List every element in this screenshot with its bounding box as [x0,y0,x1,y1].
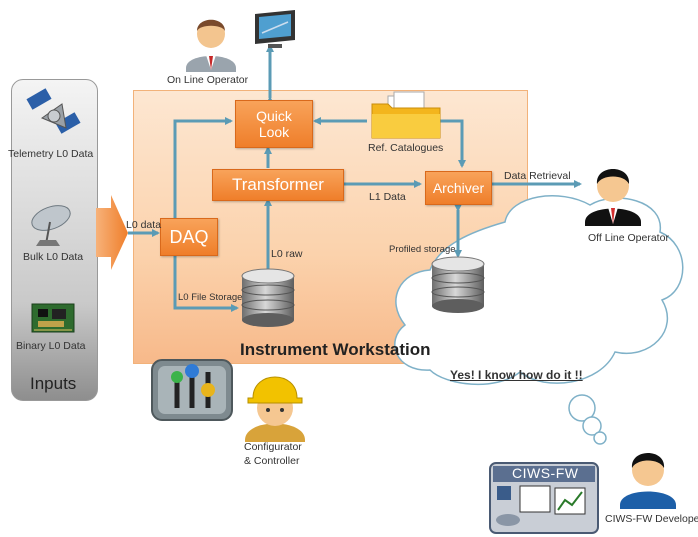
l0-data-label: L0 data [126,219,162,231]
dish-antenna-icon [31,205,71,246]
online-operator-icon [186,19,236,72]
folder-icon [371,91,441,139]
online-operator-label: On Line Operator [167,74,249,86]
ref-catalogues-label: Ref. Catalogues [368,142,444,154]
quick-look-box: Quick Look [235,100,313,148]
monitor-icon [255,10,295,48]
daq-label: DAQ [169,226,209,247]
profiled-storage-icon [431,256,485,313]
configurator-worker-icon [245,376,305,442]
circuit-board-icon [31,303,75,333]
workstation-title: Instrument Workstation [240,340,431,359]
developer-label: CIWS-FW Developer [605,513,698,525]
daq-to-storage-arrow [173,256,239,312]
configurator-label-2: & Controller [244,455,300,467]
offline-operator-label: Off Line Operator [588,232,669,244]
control-panel-icon [151,359,233,421]
configurator-label-1: Configurator [244,441,302,453]
l1-data-label: L1 Data [369,191,406,203]
daq-to-quicklook-arrow [173,117,233,218]
telemetry-label: Telemetry L0 Data [8,148,94,160]
l0-file-storage-label: L0 File Storage [178,292,243,303]
satellite-icon [26,88,81,134]
archiver-label: Archiver [432,180,485,196]
archiver-box: Archiver [425,171,492,205]
thought-text: Yes! I know how do it !! [450,368,583,382]
quick-look-label-1: Quick [256,108,292,124]
l0-raw-label: L0 raw [271,248,303,260]
ciws-fw-logo-text: CIWS-FW [512,465,579,481]
l0-file-storage-icon [241,268,295,327]
daq-box: DAQ [160,218,218,256]
developer-icon [620,453,676,509]
thought-cloud [394,195,684,445]
binary-label: Binary L0 Data [16,340,86,352]
ciws-fw-logo [489,462,599,534]
profiled-storage-label: Profiled storage [389,244,456,255]
inputs-title: Inputs [30,374,77,393]
quick-look-label-2: Look [258,124,290,140]
inputs-arrow [96,195,128,270]
catalogues-to-archiver-arrow [440,119,466,168]
offline-operator-icon [585,169,641,226]
transformer-label: Transformer [232,175,324,194]
data-retrieval-label: Data Retrieval [504,170,571,182]
transformer-box: Transformer [212,169,344,201]
bulk-label: Bulk L0 Data [23,251,84,263]
